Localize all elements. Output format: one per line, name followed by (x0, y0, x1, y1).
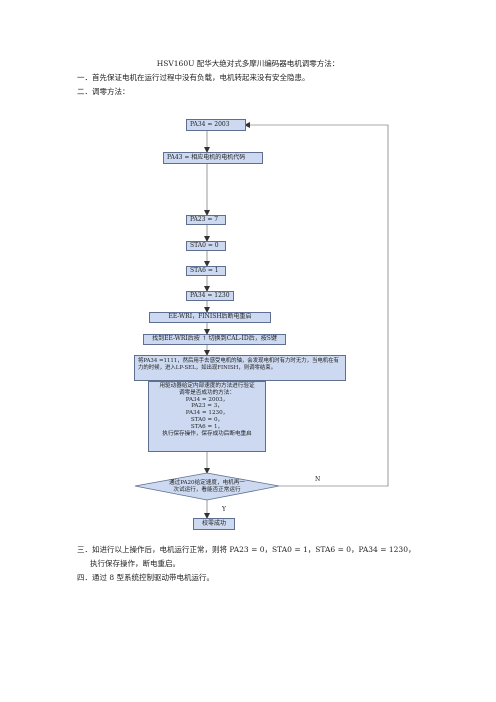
step-three-text: 三．如进行以上操作后，电机运行正常，则将 PA23 = 0，STA0 = 1，S… (77, 545, 416, 554)
step-pa34-2003: PA34 = 2003 (186, 119, 246, 131)
step-find-cal-id: 找到EE-WRI后按 ↑ 切换到CAL-ID后，按S键 (143, 334, 286, 345)
verify-line: STA6 = 1， (190, 423, 224, 430)
decision-line: 次试运行，看能否正常运行 (173, 486, 241, 493)
decision-text: 通过PA20给定速度，电机再一 次试运行，看能否正常运行 (141, 480, 273, 494)
verify-line: 用驱动器给定内部速度的方法进行验证 (159, 383, 255, 389)
step-three-continued: 执行保存操作，断电重启。 (90, 559, 180, 568)
step-pa23-7: PA23 = 7 (186, 215, 226, 225)
decision-line: 通过PA20给定速度，电机再一 (169, 480, 245, 486)
step-pa34-1230: PA34 = 1230 (186, 291, 234, 301)
verify-line: 调零是否成功的方法： (179, 389, 235, 396)
label-yes: Y (222, 506, 226, 513)
document-title: HSV160U 配华大绝对式多摩川编码器电机调零方法： (156, 59, 340, 68)
verify-line: PA34 = 1230， (185, 410, 229, 417)
step-four-text: 四．通过 8 型系统控制驱动带电机运行。 (77, 573, 215, 582)
step-ee-wri-restart: EE-WRI，FINISH后断电重启 (149, 312, 271, 323)
step-pa34-1111-instructions: 将PA34 =1111，然后用手去感受电机的轴，会发现电机时有力时无力，当电机在… (134, 355, 346, 381)
step-pa43-motor-code: PA43 = 相应电机的电机代码 (163, 152, 263, 164)
verify-line: PA34 = 2003， (185, 396, 229, 403)
step-sta6-1: STA6 = 1 (186, 266, 226, 276)
verify-line: STA0 = 0， (190, 417, 224, 424)
verify-line: 执行保存操作，保存成功后断电重启 (162, 430, 252, 437)
verify-line: PA23 = 3， (191, 403, 223, 410)
verification-note: 用驱动器给定内部速度的方法进行验证 调零是否成功的方法： PA34 = 2003… (148, 381, 266, 452)
step-calibration-success: 校零成功 (193, 518, 235, 530)
label-no: N (315, 476, 321, 483)
step-one-text: 一．首先保证电机在运行过程中没有负载，电机转起来没有安全隐患。 (77, 73, 310, 82)
step-sta0-0: STA0 = 0 (186, 241, 226, 251)
step-two-text: 二．调零方法： (77, 87, 130, 96)
